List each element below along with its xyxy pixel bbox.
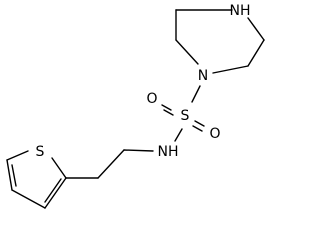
atom-amide-nh: NH [158,144,179,160]
bond-thio-c5-c4 [6,159,13,191]
atom-sulfur: S [181,108,190,124]
atom-oxygen-left: O [146,91,157,107]
bond-ch2-ch2 [97,149,125,179]
bond-thio-c2-s [51,157,67,179]
bond-nh-ch2 [123,149,154,152]
bond-thio-c4-c3 [11,189,46,209]
bond-thio-c3-c2 [44,177,67,209]
bond-s-o-right-b [192,125,203,132]
bond-thio-s-c5 [6,150,29,161]
bond-s-o-left-b [163,109,174,116]
atom-piperazine-nh: NH [230,3,251,19]
bond-ring-bottom [212,65,249,74]
bond-ring-right-upper [247,17,265,41]
bond-n-s [191,85,201,103]
atom-thiophene-s: S [36,144,45,160]
bond-ring-left-lower [175,39,199,65]
bond-s-o-left-a [161,104,172,111]
bond-s-o-right-a [194,120,205,127]
bond-thio-c3-c2-inner [44,178,62,203]
atom-piperazine-n: N [198,68,208,84]
bond-ring-right-lower [247,39,265,67]
atom-oxygen-right: O [209,126,220,142]
bond-thio-c5-c4-inner [11,164,17,187]
atom-labels: NH N S O O NH S [36,3,251,160]
bonds [6,9,265,209]
molecule-diagram: NH N S O O NH S [6,3,265,209]
structure-svg: NH N S O O NH S [6,3,265,209]
bond-s-nh [174,128,183,142]
